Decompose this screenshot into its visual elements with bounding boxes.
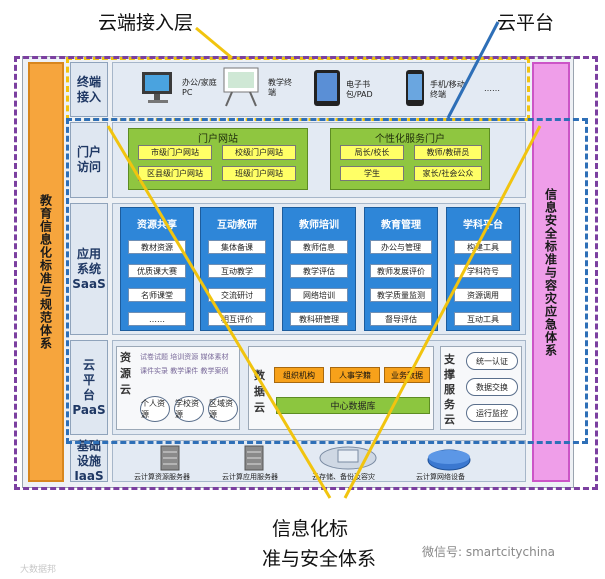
standards-security-highlight [14, 56, 598, 490]
callout-bottom-line1: 信息化标 [272, 514, 348, 541]
callout-cloud-platform: 云平台 [497, 8, 554, 35]
callout-cloud-access: 云端接入层 [98, 8, 193, 35]
watermark-right: 微信号: smartcitychina [422, 543, 555, 560]
watermark-left: 大数据邦 [20, 562, 56, 575]
callout-bottom-line2: 准与安全体系 [262, 544, 376, 571]
